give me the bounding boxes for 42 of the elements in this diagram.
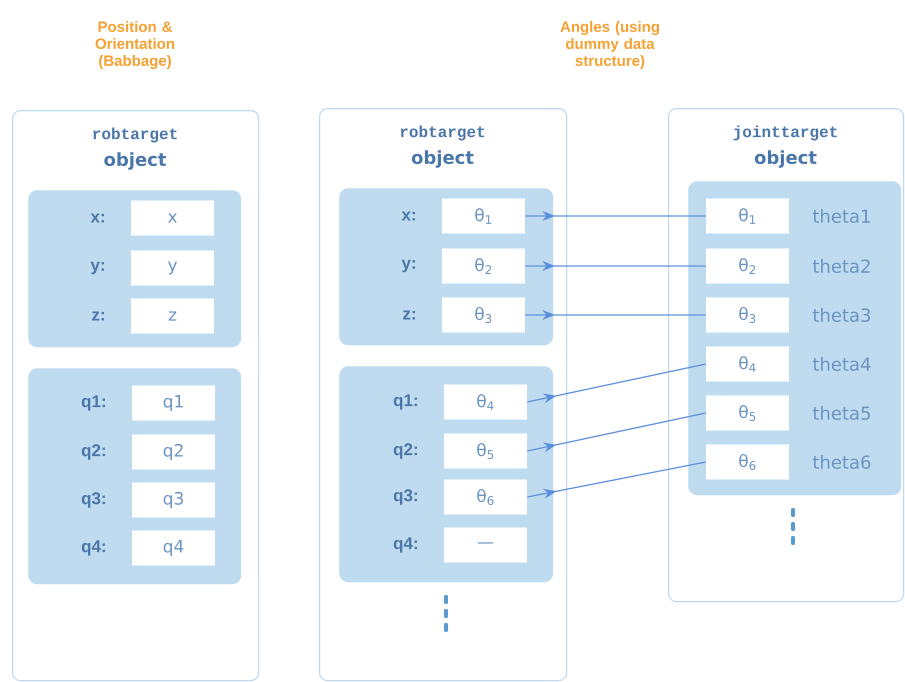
field-label: q1: <box>394 394 417 410</box>
field-label: z: <box>92 312 104 320</box>
field-label: theta6 <box>812 455 870 469</box>
value-box: θ$_{4}$ <box>444 384 527 420</box>
value-box: q4 <box>132 530 215 566</box>
field-label: q4: <box>394 537 417 553</box>
field-label: q2: <box>82 444 105 460</box>
value-box: y <box>131 250 214 286</box>
field-label: q1: <box>82 395 105 411</box>
field-label: z: <box>403 310 415 320</box>
field-label: q4: <box>82 540 105 556</box>
field-label: theta1 <box>812 209 870 223</box>
value-box: θ$_{2}$ <box>706 248 789 284</box>
value-box: θ$_{3}$ <box>442 298 525 332</box>
value-box: q1 <box>132 386 215 420</box>
value-box: θ$_{2}$ <box>442 248 525 284</box>
value-box: q2 <box>132 434 215 470</box>
field-label: theta3 <box>812 308 870 322</box>
field-label: theta5 <box>812 406 870 420</box>
field-label: q3: <box>82 492 105 508</box>
value-box: θ$_{5}$ <box>444 434 527 468</box>
field-label: q3: <box>394 489 417 505</box>
value-box: q3 <box>132 482 215 518</box>
field-label: x: <box>402 212 415 220</box>
value-box: θ$_{1}$ <box>706 198 789 234</box>
column-heading: Angles (using dummy data structure) <box>560 21 659 69</box>
column-heading: Position & Orientation (Babbage) <box>96 20 174 70</box>
value-box: — <box>444 528 527 562</box>
field-label: q2: <box>394 443 417 459</box>
field-label: y: <box>90 262 104 274</box>
value-box: x <box>131 200 214 236</box>
value-box: θ$_{6}$ <box>706 444 789 480</box>
value-box: θ$_{1}$ <box>442 198 525 234</box>
value-box: z <box>131 298 214 334</box>
value-box: θ$_{4}$ <box>706 346 789 382</box>
field-label: x: <box>90 214 104 222</box>
value-box: θ$_{5}$ <box>706 396 789 430</box>
field-label: theta4 <box>812 357 870 371</box>
field-label: theta2 <box>812 259 870 273</box>
value-box: θ$_{3}$ <box>706 298 789 332</box>
value-box: θ$_{6}$ <box>444 480 527 514</box>
field-label: y: <box>402 260 415 272</box>
